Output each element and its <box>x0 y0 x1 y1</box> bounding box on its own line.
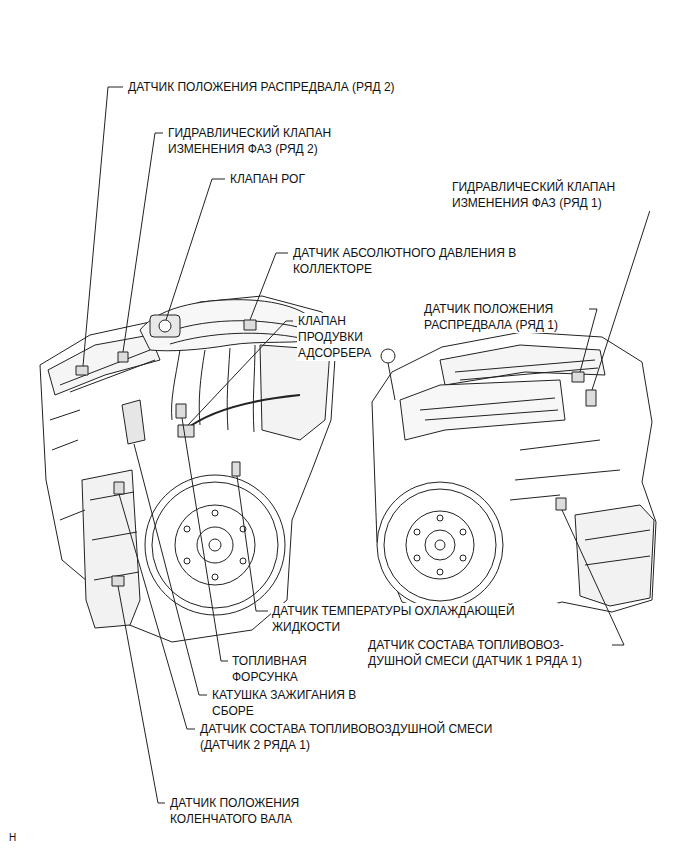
part-label: ТОПЛИВНАЯ ФОРСУНКА <box>231 653 333 685</box>
part-label: ДАТЧИК ТЕМПЕРАТУРЫ ОХЛАЖДАЮЩЕЙ ЖИДКОСТИ <box>271 603 558 635</box>
part-label: ДАТЧИК АБСОЛЮТНОГО ДАВЛЕНИЯ В КОЛЛЕКТОРЕ <box>292 245 556 277</box>
figure-code: H <box>8 830 17 846</box>
part-label: ДАТЧИК ПОЛОЖЕНИЯ РАСПРЕДВАЛА (РЯД 1) <box>423 301 585 333</box>
leader-lines <box>83 87 652 803</box>
part-label: ДАТЧИК ПОЛОЖЕНИЯ КОЛЕНЧАТОГО ВАЛА <box>169 795 311 827</box>
part-label: КАТУШКА ЗАЖИГАНИЯ В СБОРЕ <box>211 687 383 719</box>
part-label: ДАТЧИК СОСТАВА ТОПЛИВОВОЗДУШНОЙ СМЕСИ (Д… <box>199 721 511 753</box>
part-label: ДАТЧИК СОСТАВА ТОПЛИВОВОЗ- ДУШНОЙ СМЕСИ … <box>367 637 609 669</box>
part-label: КЛАПАН РОГ <box>229 171 306 187</box>
part-label: ГИДРАВЛИЧЕСКИЙ КЛАПАН ИЗМЕНЕНИЯ ФАЗ (РЯД… <box>451 179 653 211</box>
part-label: ГИДРАВЛИЧЕСКИЙ КЛАПАН ИЗМЕНЕНИЯ ФАЗ (РЯД… <box>167 125 369 157</box>
part-label: ДАТЧИК ПОЛОЖЕНИЯ РАСПРЕДВАЛА (РЯД 2) <box>127 79 396 95</box>
part-label: КЛАПАН ПРОДУВКИ АДСОРБЕРА <box>297 313 379 361</box>
